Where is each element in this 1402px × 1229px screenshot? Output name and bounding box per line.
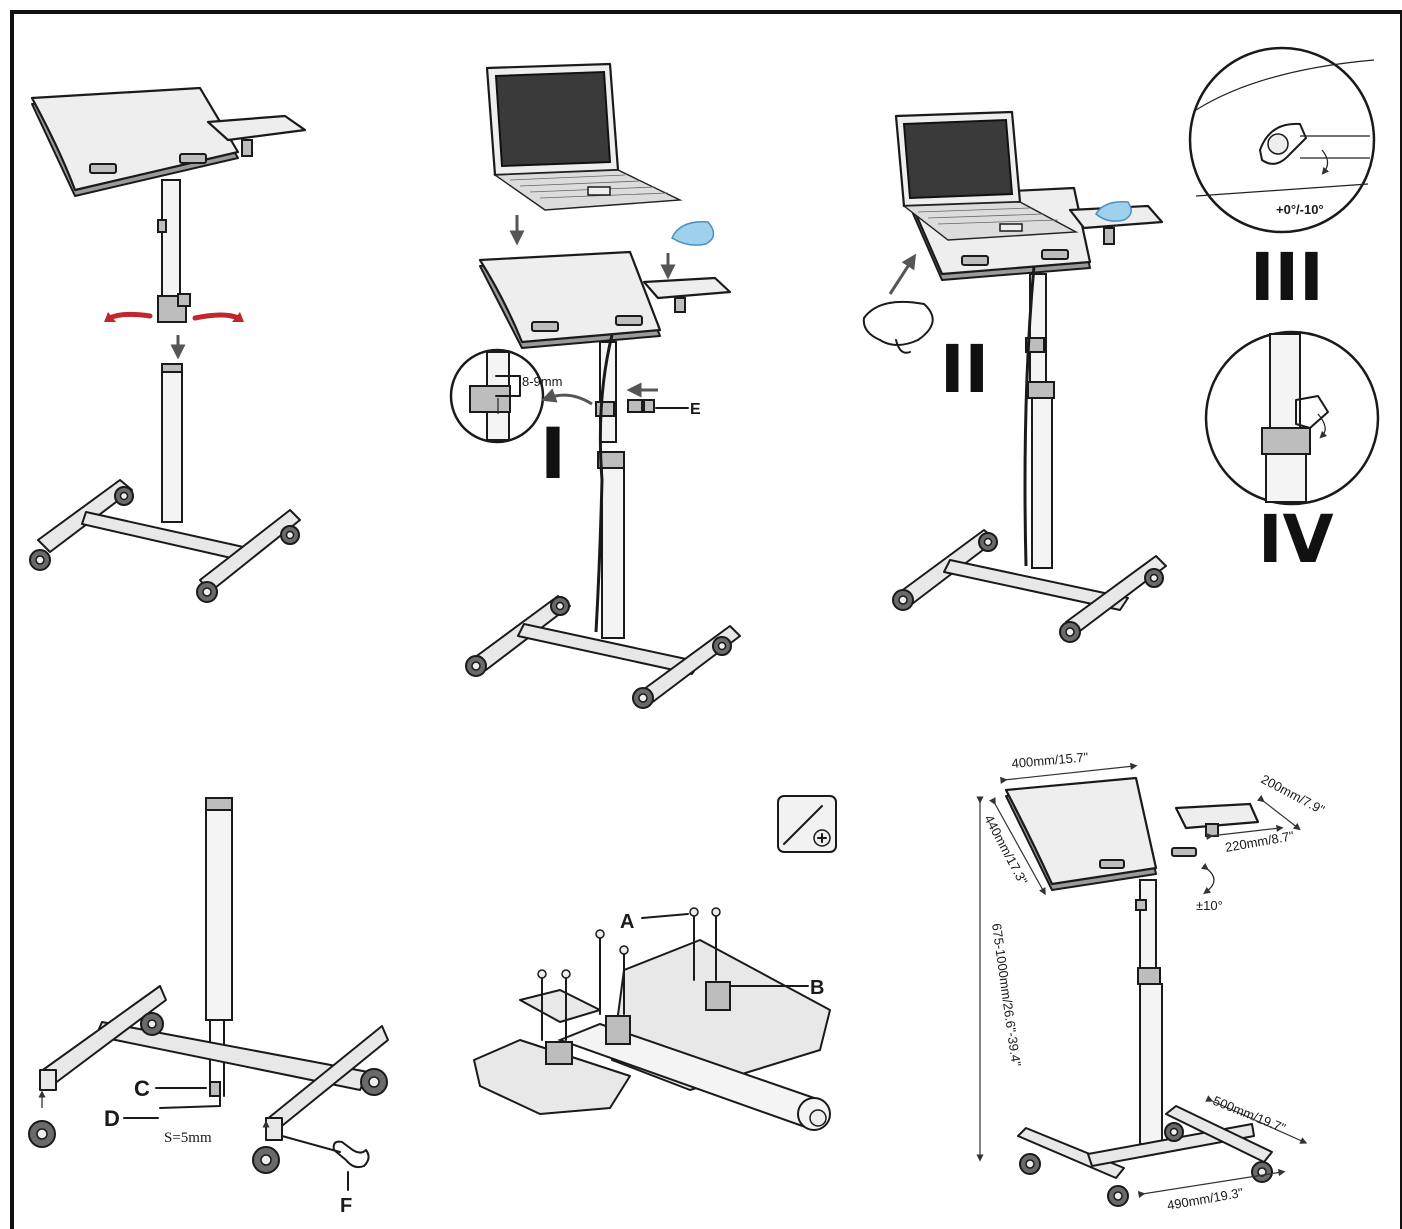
- dim-tray-width: 200mm/7.9": [1259, 771, 1328, 817]
- detail-iv-height-lock: IV: [1204, 330, 1380, 578]
- tray-tilt-label: +0°/-10°: [1276, 202, 1324, 217]
- part-label-c: C: [134, 1076, 150, 1101]
- part-label-b: B: [810, 977, 824, 999]
- panel-6-underside-bracket: A B: [473, 795, 837, 1131]
- dim-base-width: 490mm/19.3": [1166, 1185, 1245, 1213]
- mouse-icon: [671, 221, 715, 246]
- step-label-ii: II: [940, 331, 989, 408]
- allen-size-label: S=5mm: [164, 1130, 212, 1146]
- panel-2-laptop-placement: 8-9mm E I: [449, 62, 741, 709]
- sheet-frame: [10, 10, 1402, 1229]
- dim-height-range: 675-1000mm/26.6"-39.4": [989, 922, 1024, 1067]
- dim-tray-depth: 220mm/8.7": [1224, 828, 1296, 855]
- step-label-iv: IV: [1258, 501, 1334, 578]
- detail-iii-tray-tilt: +0°/-10° III: [1188, 46, 1376, 316]
- part-label-a: A: [620, 911, 634, 933]
- step-label-iii: III: [1250, 239, 1324, 316]
- part-label-e: E: [690, 401, 701, 418]
- panel-5-base-assembly: C D S=5mm F: [28, 797, 389, 1217]
- panel-3-laptop-on-desk: II: [862, 110, 1167, 643]
- rotate-arrow-left: [107, 311, 153, 321]
- step-label-i: I: [540, 413, 566, 495]
- part-label-f: F: [340, 1195, 352, 1217]
- dim-top-width: 400mm/15.7": [1011, 749, 1089, 771]
- panel-1-column-assembly: [29, 86, 307, 603]
- top-tilt-label: ±10°: [1196, 898, 1223, 913]
- panel-7-dimensions: 400mm/15.7" 440mm/17.3" 200mm/7.9" 220mm…: [976, 749, 1328, 1213]
- part-label-d: D: [104, 1106, 120, 1131]
- clip-size-label: 8-9mm: [522, 374, 562, 389]
